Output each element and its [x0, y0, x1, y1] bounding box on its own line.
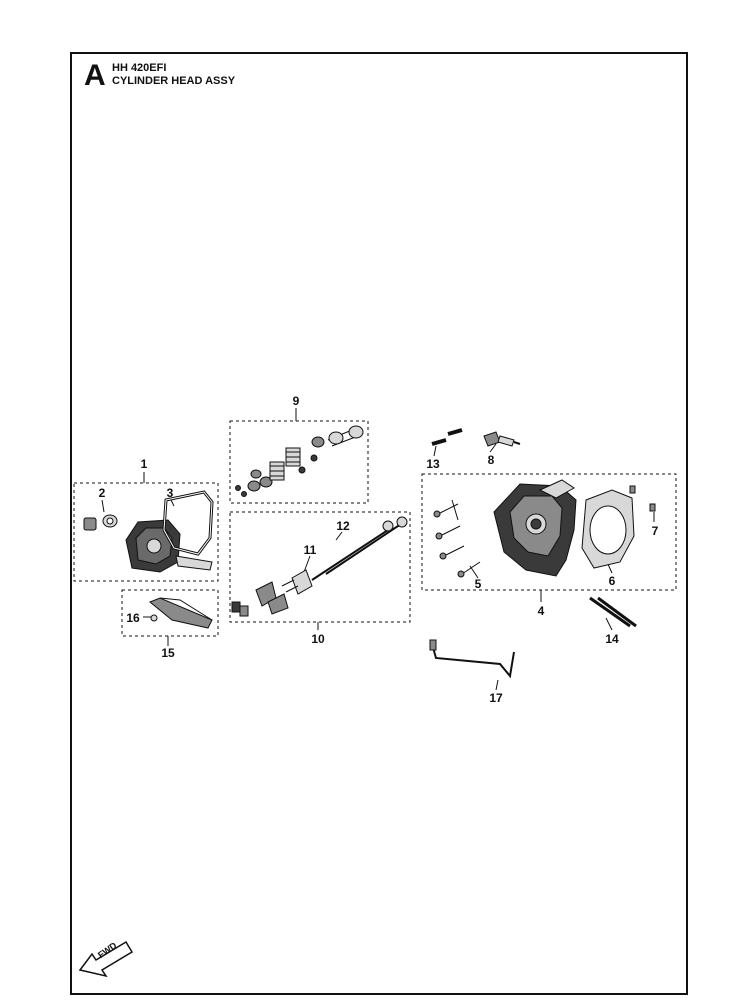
callout-15: 15: [161, 646, 175, 660]
callout-12: 12: [336, 519, 350, 533]
group-box-15: [121, 589, 219, 637]
part-14-studs: [589, 596, 637, 628]
callout-7: 7: [651, 524, 659, 538]
leader-2: [101, 499, 105, 513]
part-5-bolts: [433, 499, 481, 578]
leader-14: [605, 617, 613, 631]
leader-13: [433, 445, 437, 457]
model-name: HH 420EFI: [112, 62, 167, 74]
leader-17: [495, 679, 499, 691]
callout-13: 13: [426, 457, 440, 471]
part-9-valves-springs: [235, 425, 364, 497]
callout-3: 3: [166, 486, 174, 500]
callout-14: 14: [605, 632, 619, 646]
group-box-4: [421, 473, 677, 591]
callout-6: 6: [608, 574, 616, 588]
page-frame: [70, 52, 688, 995]
group-box-10: [229, 511, 411, 623]
part-6-head-gasket: [581, 489, 635, 569]
part-10-rocker-assy: [231, 516, 408, 617]
callout-2: 2: [98, 486, 106, 500]
group-box-1: [73, 482, 219, 582]
leader-11: [303, 555, 311, 573]
part-13-stud: [431, 428, 463, 446]
callout-8: 8: [487, 453, 495, 467]
part-1-valve-cover: [125, 519, 213, 573]
callout-5: 5: [474, 577, 482, 591]
part-4-cylinder-head: [493, 479, 577, 577]
section-letter: A: [84, 59, 106, 92]
part-2-cap-nut: [83, 514, 118, 531]
group-box-9: [229, 420, 369, 504]
callout-11: 11: [303, 543, 317, 557]
assembly-title: CYLINDER HEAD ASSY: [112, 75, 236, 87]
callout-10: 10: [311, 632, 325, 646]
callout-4: 4: [537, 604, 545, 618]
callout-17: 17: [489, 691, 503, 705]
callout-1: 1: [140, 457, 148, 471]
part-8-spark-plug: [483, 431, 521, 447]
leader-12: [335, 531, 343, 541]
part-7-dowel-pins: [629, 485, 656, 512]
fwd-arrow-icon: [78, 940, 134, 978]
part-15-deflector-plate: [149, 597, 213, 629]
part-17-sensor-cable: [429, 639, 515, 679]
leader-8: [489, 443, 497, 453]
callout-9: 9: [292, 394, 300, 408]
callout-16: 16: [126, 611, 140, 625]
